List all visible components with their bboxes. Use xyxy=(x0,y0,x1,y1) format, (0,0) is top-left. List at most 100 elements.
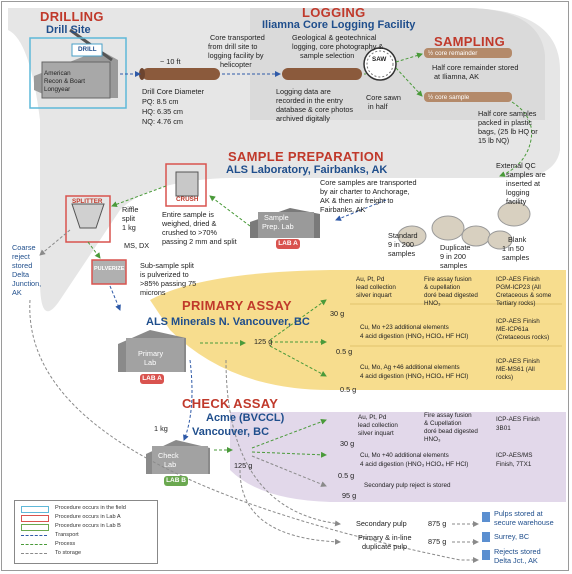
primary-r1-finish-2: PGM-ICP23 (All xyxy=(496,284,541,291)
rejects-2: Delta Jct., AK xyxy=(494,556,538,565)
check-r2-method-1: Cu, Mo +40 additional elements xyxy=(360,452,449,459)
legend-transport: Transport xyxy=(55,532,79,538)
half-core-note-1: Half core remainder stored xyxy=(432,63,519,72)
distance-label: ~ 10 ft xyxy=(160,57,181,66)
primary-r3-method-2: 4 acid digestion (HNO₃ HClO₄ HF HCl) xyxy=(360,373,469,380)
drilling-title: DRILLING xyxy=(40,9,104,24)
check-lab-tag: LAB B xyxy=(164,476,188,486)
logging-title: LOGGING xyxy=(302,5,366,20)
duplicate-pulp-1: Primary & in-line xyxy=(358,533,412,542)
saw-note-1: Core sawn xyxy=(366,93,401,102)
legend-storage: To storage xyxy=(55,550,82,556)
bags-note-2: packed in plastic xyxy=(478,118,532,127)
core-cylinders xyxy=(139,68,362,80)
secondary-mass: 875 g xyxy=(428,519,447,528)
drilling-subtitle: Drill Site xyxy=(46,24,91,36)
coarse-3: stored xyxy=(12,261,33,270)
check-lab-1: Check xyxy=(158,451,179,460)
logging-subtitle: Iliamna Core Logging Facility xyxy=(262,19,416,31)
prep-lab-1: Sample xyxy=(264,213,289,222)
transport-note-2: from drill site to xyxy=(208,42,258,51)
data-note-2: recorded in the entry xyxy=(276,96,343,105)
standard-1: Standard xyxy=(388,231,418,240)
check-band xyxy=(230,412,566,502)
sample-prep-title: SAMPLE PREPARATION xyxy=(228,149,384,164)
check-r1-digest-3: doré bead digested xyxy=(424,428,478,435)
crush-label: CRUSH xyxy=(176,196,199,203)
half-sample-tag: ½ core sample xyxy=(428,94,470,101)
geo-note-1: Geological & geotechnical xyxy=(292,33,377,42)
check-r1-method-1: Au, Pt, Pd xyxy=(358,414,387,421)
half-core-note-2: at Iliamna, AK xyxy=(434,72,480,81)
sampling-title: SAMPLING xyxy=(434,34,506,49)
duplicate-pulp-2: duplicate pulp xyxy=(362,542,408,551)
standard-2: 9 in 200 xyxy=(388,240,414,249)
check-subtitle-2: Vancouver, BC xyxy=(192,426,270,438)
primary-lab-building xyxy=(118,330,186,372)
rig-label-2: Recon & Boart xyxy=(44,78,85,85)
legend-process: Process xyxy=(55,541,76,547)
primary-r3-finish-2: ME-MS61 (All xyxy=(496,366,535,373)
coarse-5: Junction, xyxy=(12,279,42,288)
bags-note-1: Half core samples xyxy=(478,109,537,118)
legend-swatch-process xyxy=(21,544,47,545)
surrey-label: Surrey, BC xyxy=(494,532,530,541)
splitter-label: SPLITTER xyxy=(72,198,103,205)
sample-bags xyxy=(397,201,531,250)
check-subtitle-1: Acme (BVCCL) xyxy=(206,412,285,424)
check-input-mass: 1 kg xyxy=(154,424,168,433)
riffle-2: split xyxy=(122,214,135,223)
blank-2: 1 in 50 xyxy=(502,244,524,253)
primary-r1-method-1: Au, Pt, Pd xyxy=(356,276,385,283)
primary-r1-digest-4: HNO₃ xyxy=(424,300,441,307)
pulps-stored-2: secure warehouse xyxy=(494,518,554,527)
crush-note-4: passing 2 mm and split xyxy=(162,237,237,246)
core-diameter-1: Drill Core Diameter xyxy=(142,87,205,96)
primary-r2-method-2: 4 acid digestion (HNO₃ HClO₄ HF HCl) xyxy=(360,333,469,340)
riffle-1: Riffle xyxy=(122,205,139,214)
secondary-pulp: Secondary pulp xyxy=(356,519,407,528)
check-r1-method-3: silver inquart xyxy=(358,430,394,437)
check-r1-finish-1: ICP-AES Finish xyxy=(496,416,540,423)
primary-r1-finish-1: ICP-AES Finish xyxy=(496,276,540,283)
crush-note-3: crushed to >70% xyxy=(162,228,217,237)
legend-swatch-storage xyxy=(21,553,47,554)
riffle-3: 1 kg xyxy=(122,223,136,232)
saw-label: SAW xyxy=(372,56,387,63)
sample-prep-subtitle: ALS Laboratory, Fairbanks, AK xyxy=(226,164,388,176)
check-r2-finish-2: Finish, 7TX1 xyxy=(496,461,532,468)
primary-r2-mass: 0.5 g xyxy=(336,347,353,356)
drill-rig xyxy=(34,28,118,99)
primary-r1-digest-3: doré bead digested xyxy=(424,292,478,299)
legend-swatch-lab-b xyxy=(21,524,49,531)
drill-tag: DRILL xyxy=(78,46,97,53)
primary-subtitle: ALS Minerals N. Vancouver, BC xyxy=(146,316,310,328)
qc-note-5: facility xyxy=(506,197,527,206)
prep-lab-2: Prep. Lab xyxy=(262,222,294,231)
primary-r2-finish-2: ME-ICP61a xyxy=(496,326,529,333)
data-note-1: Logging data are xyxy=(276,87,331,96)
pulverize-note-1: Sub-sample split xyxy=(140,261,194,270)
legend-lab-a: Procedure occurs in Lab A xyxy=(55,514,121,520)
primary-r3-method-1: Cu, Mo, Ag +46 additional elements xyxy=(360,364,460,371)
primary-band xyxy=(150,270,566,390)
bags-note-3: bags, (25 lb HQ or xyxy=(478,127,538,136)
check-r2-method-2: 4 acid digestion (HNO₃ HClO₄ HF HCl) xyxy=(360,461,469,468)
qc-note-2: samples are xyxy=(506,170,546,179)
saw xyxy=(363,47,397,81)
check-r2-mass: 0.5 g xyxy=(338,471,355,480)
qc-note-1: External QC xyxy=(496,161,536,170)
data-note-3: database & core photos xyxy=(276,105,354,114)
primary-r1-finish-3: Cretaceous & some xyxy=(496,292,552,299)
check-lab-building xyxy=(146,440,210,474)
check-r1-finish-2: 3B01 xyxy=(496,425,511,432)
transport-note-3: logging facility by xyxy=(208,51,264,60)
duplicate-2: 9 in 200 xyxy=(440,252,466,261)
core-diameter-3: HQ: 6.35 cm xyxy=(142,107,183,116)
transport-note-1: Core transported xyxy=(210,33,265,42)
duplicate-mass: 875 g xyxy=(428,537,447,546)
prep-transport-1: Core samples are transported xyxy=(320,178,417,187)
coarse-4: Delta xyxy=(12,270,30,279)
geo-note-3: sample selection xyxy=(300,51,355,60)
